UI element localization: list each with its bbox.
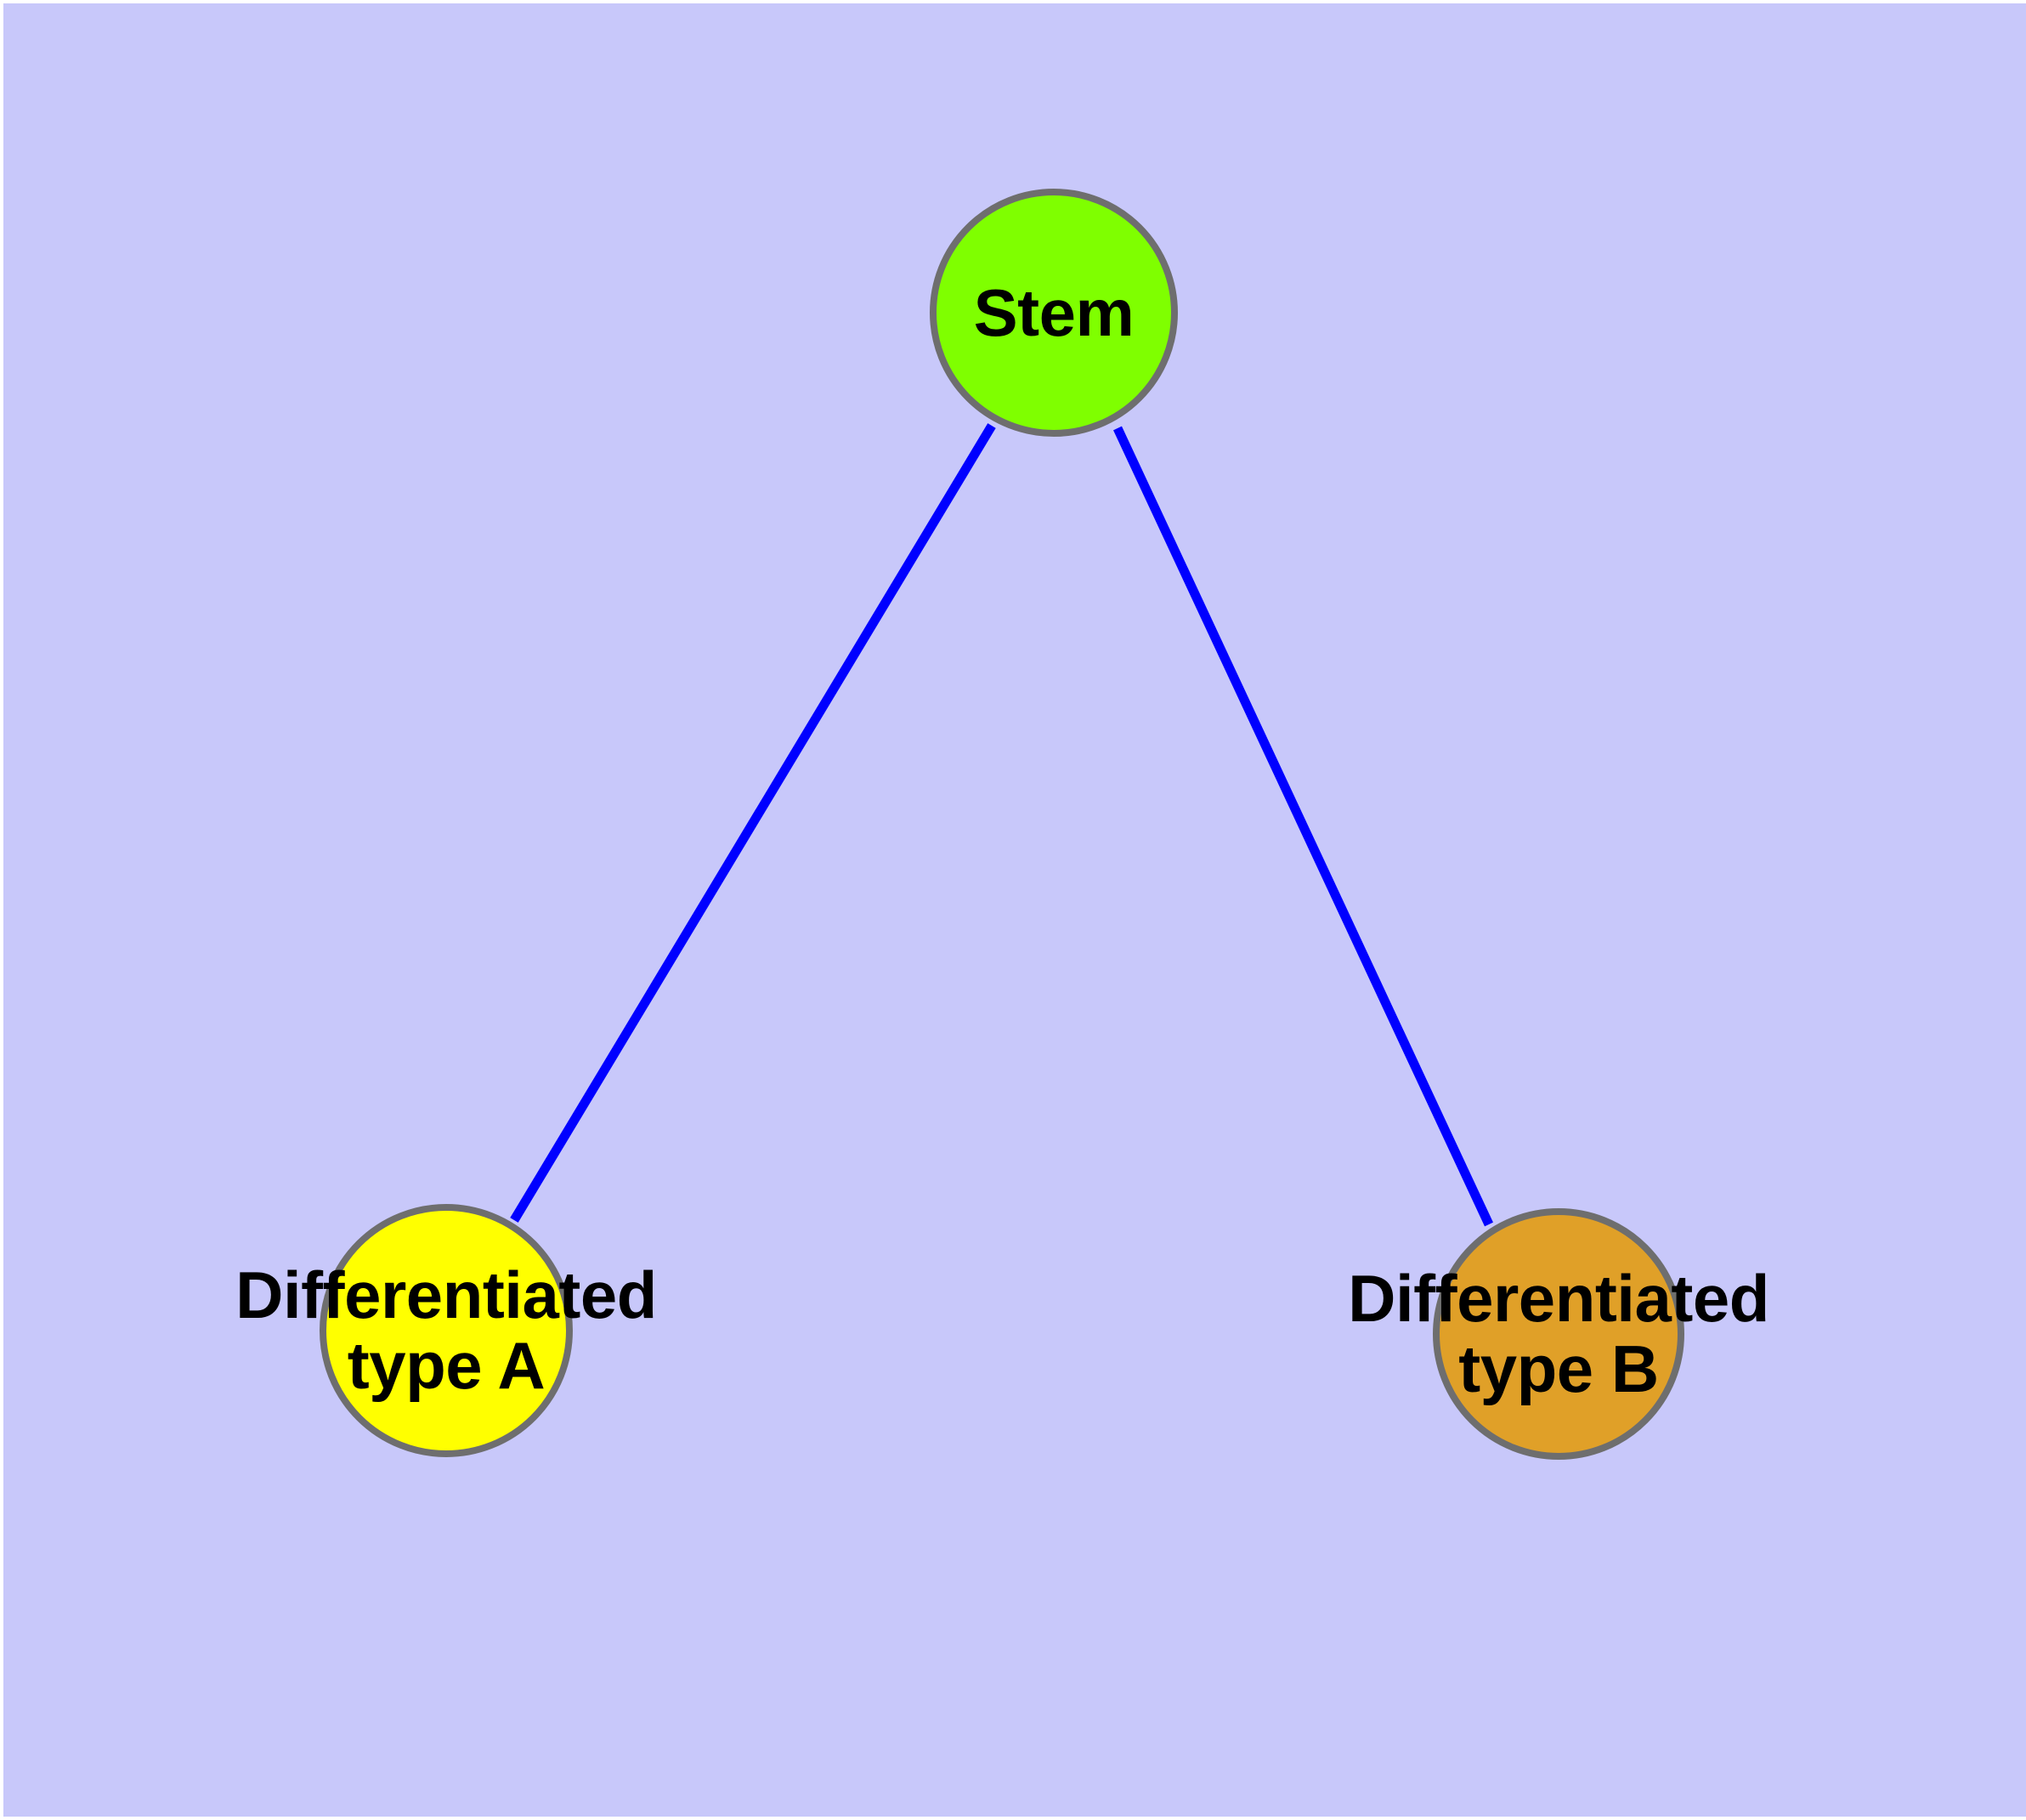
edge-stem-to-differentiated-type-b — [1113, 426, 1493, 1227]
edge-layer — [510, 423, 1493, 1227]
node-differentiated-type-b[interactable] — [1433, 1208, 1684, 1460]
edge-stem-to-differentiated-type-a — [510, 423, 996, 1223]
node-stem[interactable] — [930, 189, 1178, 437]
node-differentiated-type-a[interactable] — [320, 1204, 573, 1457]
